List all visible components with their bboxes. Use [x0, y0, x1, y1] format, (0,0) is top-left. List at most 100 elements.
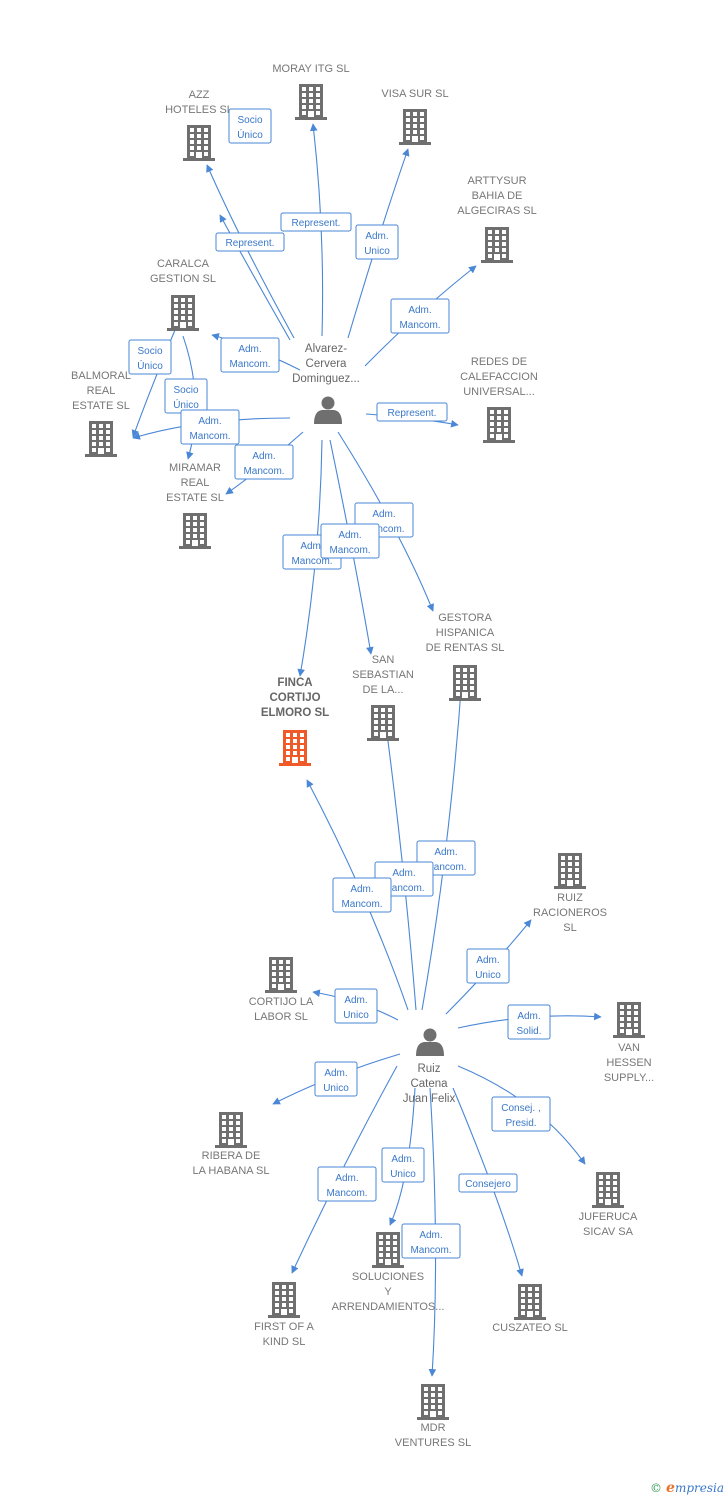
- company-label-line: ARRENDAMIENTOS...: [332, 1301, 445, 1313]
- building-icon-finca[interactable]: [279, 730, 311, 766]
- edge-label-e2[interactable]: Represent.: [215, 232, 285, 252]
- building-icon-ruizrac[interactable]: [554, 853, 586, 889]
- building-icon-sanseb[interactable]: [367, 705, 399, 741]
- edge-label-line: Mancom.: [243, 466, 284, 477]
- building-icon-redes[interactable]: [483, 407, 515, 443]
- edge-label-e22[interactable]: Consej. ,Presid.: [491, 1096, 551, 1132]
- edge-label-e24[interactable]: Adm.Unico: [381, 1147, 425, 1183]
- company-label-line: CORTIJO: [269, 692, 320, 704]
- company-label-line: BALMORAL: [71, 370, 131, 382]
- company-label-line: HESSEN: [606, 1057, 651, 1069]
- edge-label-e4[interactable]: Adm.Unico: [355, 224, 399, 260]
- edge-label-e7[interactable]: Represent.: [376, 402, 448, 422]
- edge-label-line: Unico: [323, 1083, 349, 1094]
- edge-label-line: Consej. ,: [501, 1103, 540, 1114]
- building-icon-ribera[interactable]: [215, 1112, 247, 1148]
- edge-label-text: Adm.Mancom.: [229, 344, 270, 370]
- building-icon-firstof[interactable]: [268, 1282, 300, 1318]
- company-label-line: GESTORA: [438, 612, 492, 624]
- building-icon-balmoral[interactable]: [85, 421, 117, 457]
- building-icon-mdr[interactable]: [417, 1384, 449, 1420]
- building-icon-cuszateo[interactable]: [514, 1284, 546, 1320]
- edge-label-line: Adm.: [252, 451, 275, 462]
- edge-label-line: Unico: [364, 246, 390, 257]
- building-icon-visa[interactable]: [399, 109, 431, 145]
- company-label-visa[interactable]: VISA SUR SL: [381, 88, 448, 100]
- building-icon-juferuca[interactable]: [592, 1172, 624, 1208]
- edge-label-text: Adm.Mancom.: [189, 416, 230, 442]
- building-icon-moray[interactable]: [295, 84, 327, 120]
- edge-label-line: Adm.: [372, 509, 395, 520]
- edge-label-e21[interactable]: Adm.Unico: [314, 1061, 358, 1097]
- company-label-line: SL: [563, 922, 576, 934]
- edge-label-line: Adm.: [517, 1011, 540, 1022]
- edge-label-text: Adm.Unico: [323, 1068, 349, 1094]
- company-label-line: VAN: [618, 1042, 640, 1054]
- edge-label-text: Adm.Mancom.: [363, 509, 404, 535]
- edge-label-e17[interactable]: Adm.Mancom.: [332, 877, 392, 913]
- building-icon-azz[interactable]: [183, 125, 215, 161]
- edge-label-e26[interactable]: Adm. Mancom.: [401, 1223, 461, 1259]
- edge-label-text: Adm.Unico: [343, 995, 369, 1021]
- brand-logo-initial: e: [666, 1480, 675, 1496]
- edge-label-e25[interactable]: Consejero: [458, 1173, 518, 1193]
- edge-label-text: Adm.Mancom.: [341, 884, 382, 910]
- edge-label-e10[interactable]: Adm.Mancom.: [180, 409, 240, 445]
- edge-label-e18[interactable]: Adm.Unico: [466, 948, 510, 984]
- edge-label-line: Adm.: [419, 1230, 442, 1241]
- edge-label-e6[interactable]: Adm.Mancom.: [220, 337, 280, 373]
- building-icon-miramar[interactable]: [179, 513, 211, 549]
- edge-label-line: Mancom.: [425, 862, 466, 873]
- company-label-cuszateo[interactable]: CUSZATEO SL: [492, 1322, 568, 1334]
- person-icon-p2[interactable]: [416, 1028, 444, 1057]
- edge-label-line: Represent.: [292, 218, 341, 229]
- building-icon-caralca[interactable]: [167, 295, 199, 331]
- company-label-line: RIBERA DE: [202, 1150, 261, 1162]
- building-icon-cortijo[interactable]: [265, 957, 297, 993]
- company-label-line: DE LA...: [363, 684, 404, 696]
- person-icon-p1[interactable]: [314, 396, 342, 425]
- building-icon-arttysur[interactable]: [481, 227, 513, 263]
- edge-label-e14[interactable]: Adm.Mancom.: [320, 523, 380, 559]
- edge-label-text: Represent.: [226, 238, 275, 249]
- building-icon-gestora[interactable]: [449, 665, 481, 701]
- edge-label-text: Adm.Unico: [364, 231, 390, 257]
- edge-label-e23[interactable]: Adm.Mancom.: [317, 1166, 377, 1202]
- edge-label-e5[interactable]: Adm.Mancom.: [390, 298, 450, 334]
- company-label-line: FIRST OF A: [254, 1321, 314, 1333]
- company-label-line: DE RENTAS SL: [426, 642, 505, 654]
- building-icon-vanhessen[interactable]: [613, 1002, 645, 1038]
- edge-label-line: Adm.: [344, 995, 367, 1006]
- company-label-moray[interactable]: MORAY ITG SL: [272, 63, 349, 75]
- edge-label-line: Mancom.: [410, 1245, 451, 1256]
- edge-label-e20[interactable]: Adm.Solid.: [507, 1004, 551, 1040]
- building-icon-soluciones[interactable]: [372, 1232, 404, 1268]
- edge-label-e19[interactable]: Adm.Unico: [334, 988, 378, 1024]
- edge-label-e3[interactable]: Represent.: [280, 212, 352, 232]
- edge-label-e11[interactable]: Adm. Mancom.: [234, 444, 294, 480]
